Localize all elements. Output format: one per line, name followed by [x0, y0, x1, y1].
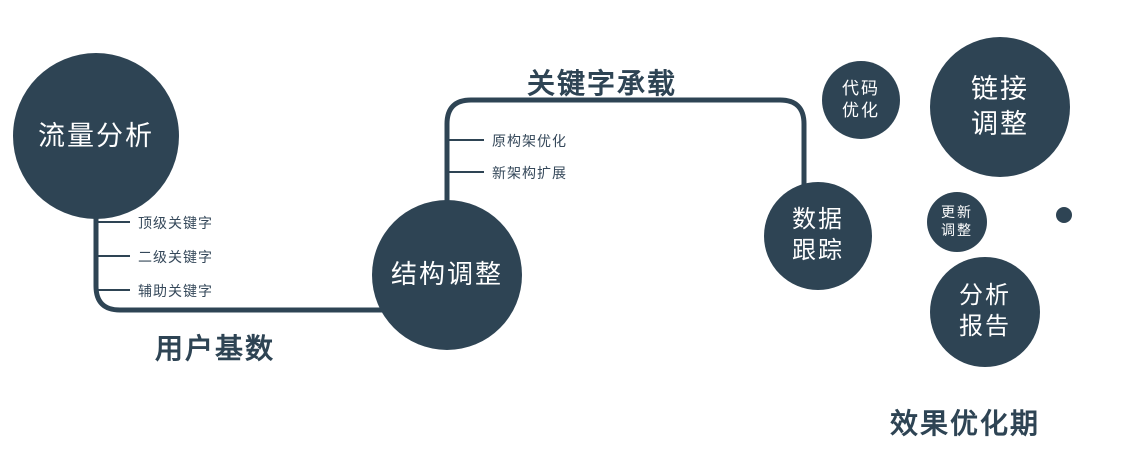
node-link-adjustment-label: 链接 调整 [971, 74, 1029, 139]
node-traffic-analysis: 流量分析 [13, 53, 179, 219]
node-link-adjustment: 链接 调整 [930, 37, 1070, 177]
node-traffic-analysis-label: 流量分析 [38, 120, 154, 151]
branch-label-aux-keyword: 辅助关键字 [138, 283, 213, 299]
node-code-optimization: 代码 优化 [822, 61, 900, 139]
connector-keyword-load-path [444, 97, 807, 201]
node-structure-adjustment: 结构调整 [372, 200, 522, 350]
node-update-adjustment: 更新 调整 [927, 192, 987, 252]
footer-phase-label: 效果优化期 [890, 408, 1041, 439]
branch-label-second-keyword: 二级关键字 [138, 249, 213, 265]
node-data-tracking-label: 数据 跟踪 [792, 206, 844, 264]
node-analysis-report: 分析 报告 [930, 257, 1040, 367]
node-analysis-report-label: 分析 报告 [959, 282, 1011, 340]
node-structure-adjustment-label: 结构调整 [390, 259, 503, 290]
node-code-optimization-label: 代码 优化 [842, 79, 880, 120]
branch-label-new-arch: 新架构扩展 [492, 165, 567, 181]
dot-marker [1056, 207, 1072, 223]
edge-label-keyword-load: 关键字承载 [527, 68, 678, 99]
connector-user-base-path [93, 212, 384, 313]
branch-label-top-keyword: 顶级关键字 [138, 215, 213, 231]
edge-label-user-base: 用户基数 [155, 333, 276, 364]
branch-label-orig-arch: 原构架优化 [492, 133, 567, 149]
node-data-tracking: 数据 跟踪 [764, 182, 872, 290]
node-update-adjustment-label: 更新 调整 [941, 204, 973, 238]
